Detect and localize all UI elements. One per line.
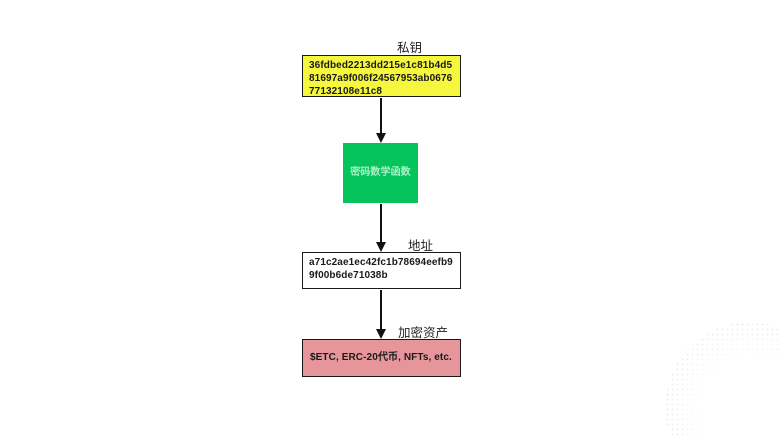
arrow-head-icon [376, 329, 386, 339]
arrow-stem [380, 204, 382, 243]
arrow-head-icon [376, 133, 386, 143]
arrow-address-to-assets [376, 290, 386, 339]
private-key-label: 私钥 [397, 41, 423, 55]
private-key-box: 36fdbed2213dd215e1c81b4d581697a9f006f245… [302, 55, 461, 97]
crypto-assets-label: 加密资产 [398, 326, 449, 340]
address-label: 地址 [408, 239, 434, 253]
crypto-math-function-box: 密码数学函数 [343, 143, 418, 203]
arrow-private-key-to-function [376, 98, 386, 143]
address-box: a71c2ae1ec42fc1b78694eefb99f00b6de71038b [302, 252, 461, 289]
arrow-function-to-address [376, 204, 386, 252]
crypto-assets-box: $ETC, ERC-20代币, NFTs, etc. [302, 339, 461, 377]
halftone-corner-decoration [665, 322, 780, 437]
arrow-stem [380, 98, 382, 134]
arrow-head-icon [376, 242, 386, 252]
arrow-stem [380, 290, 382, 330]
